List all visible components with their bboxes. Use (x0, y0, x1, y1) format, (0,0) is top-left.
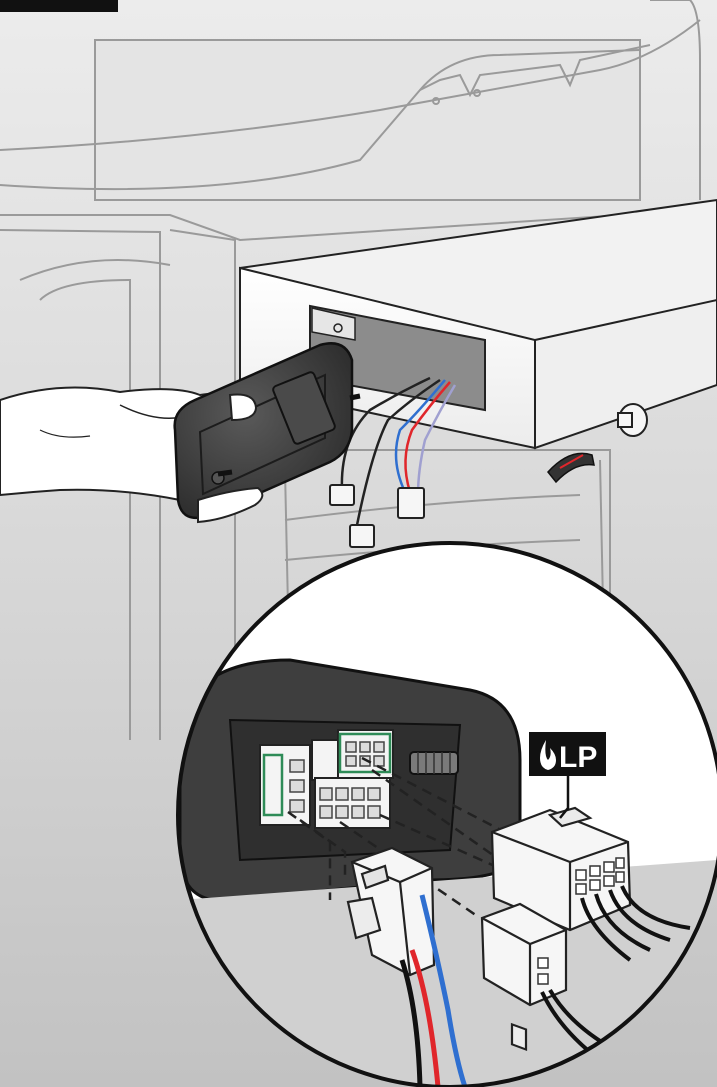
detail-circle (178, 543, 717, 1087)
lp-badge-text: LP (559, 741, 597, 774)
zoom-stud (410, 752, 458, 774)
zoom-receptacle (260, 730, 393, 828)
step-tab (0, 0, 118, 12)
lp-badge: LP (529, 732, 606, 776)
side-knob (618, 404, 647, 436)
